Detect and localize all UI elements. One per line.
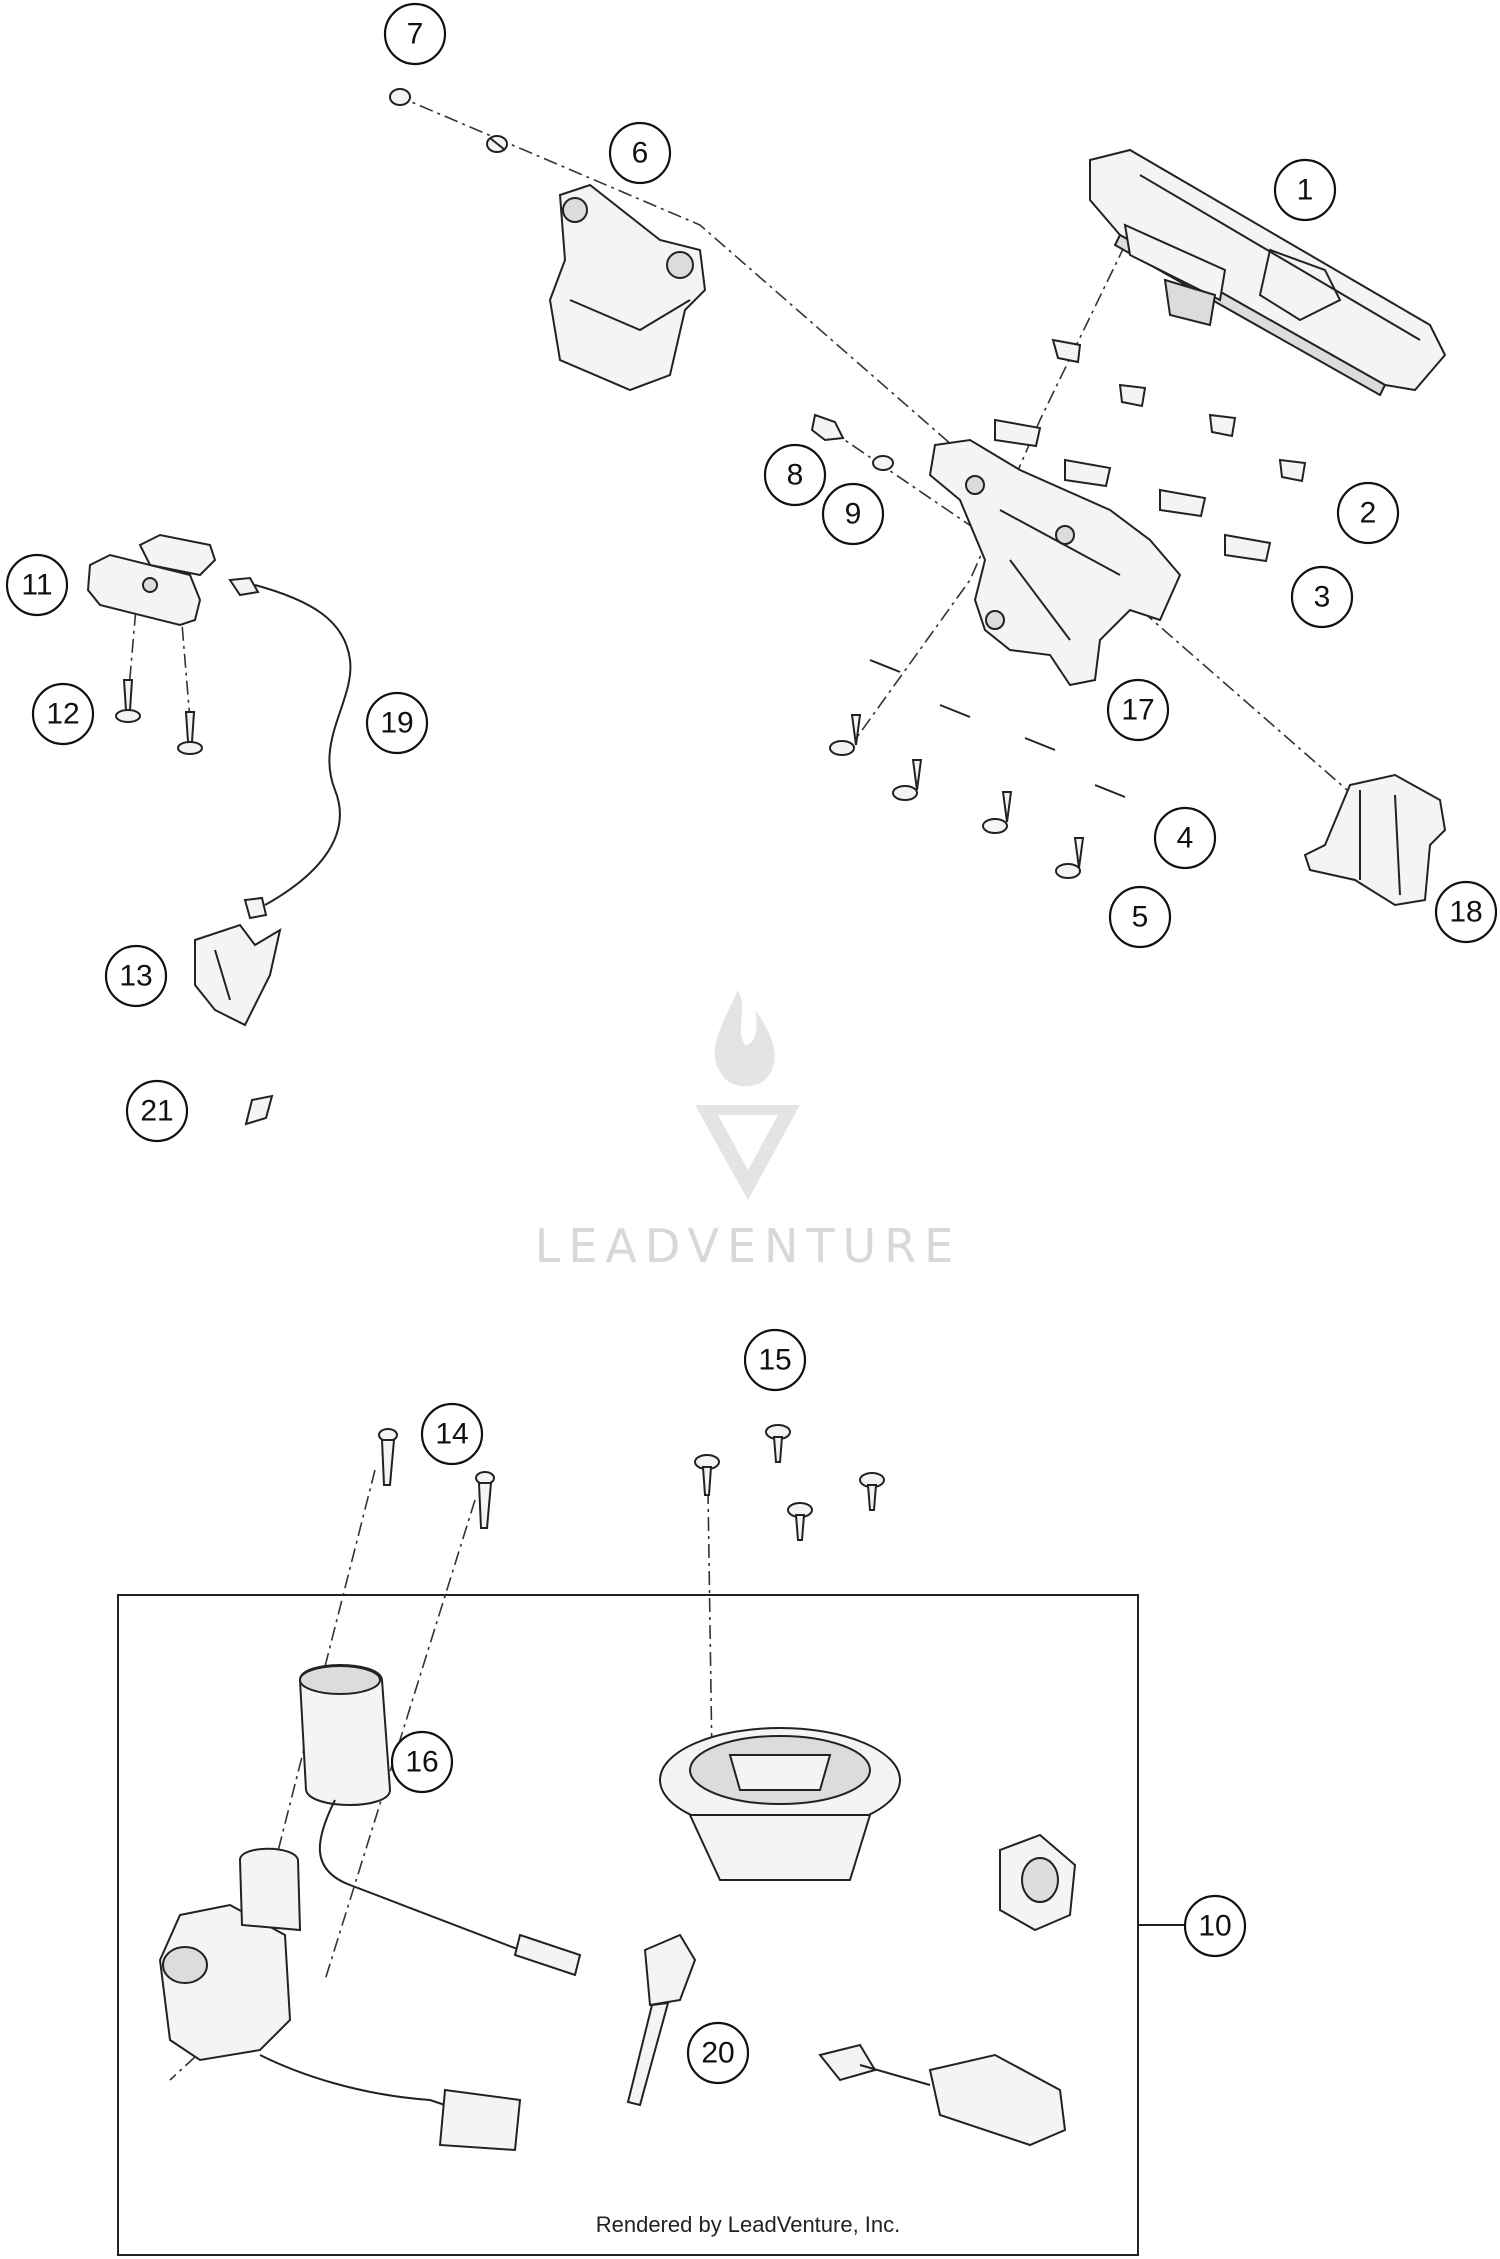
svg-text:8: 8 xyxy=(787,459,804,492)
sensor-bracket xyxy=(86,533,217,627)
svg-text:21: 21 xyxy=(140,1095,173,1128)
svg-text:5: 5 xyxy=(1132,901,1149,934)
wheel-speed-sensor xyxy=(194,923,282,1027)
callout-4: 4 xyxy=(1153,806,1217,870)
svg-text:16: 16 xyxy=(405,1746,438,1779)
ignition-switch xyxy=(158,1847,522,2152)
steering-lock xyxy=(818,2043,1067,2147)
seat-lock xyxy=(999,1833,1077,1932)
svg-text:19: 19 xyxy=(380,707,413,740)
callout-1: 1 xyxy=(1273,158,1337,222)
screws-15 xyxy=(694,1424,885,1541)
svg-text:11: 11 xyxy=(21,569,52,602)
callout-2: 2 xyxy=(1336,481,1400,545)
svg-text:18: 18 xyxy=(1449,896,1482,929)
sensor-cable xyxy=(228,576,352,920)
callout-18: 18 xyxy=(1434,880,1498,944)
callout-8: 8 xyxy=(763,443,827,507)
screw-washer-8-9 xyxy=(810,413,894,471)
svg-text:13: 13 xyxy=(119,960,152,993)
leadventure-flame-logo xyxy=(695,990,800,1200)
svg-text:14: 14 xyxy=(435,1418,468,1451)
svg-text:10: 10 xyxy=(1198,1910,1231,1943)
svg-text:15: 15 xyxy=(758,1344,791,1377)
clip-21 xyxy=(244,1094,274,1126)
callout-7: 7 xyxy=(383,2,447,66)
svg-text:6: 6 xyxy=(632,137,649,170)
svg-text:7: 7 xyxy=(407,18,424,51)
callout-9: 9 xyxy=(821,482,885,546)
grommets xyxy=(994,338,1307,563)
svg-text:9: 9 xyxy=(845,498,862,531)
svg-text:20: 20 xyxy=(701,2037,734,2070)
instrument-cluster xyxy=(1089,148,1447,397)
lock-set-box xyxy=(117,1594,1139,2256)
callout-16: 16 xyxy=(390,1730,454,1794)
svg-text:1: 1 xyxy=(1297,174,1314,207)
screws-7 xyxy=(389,88,508,153)
callout-14: 14 xyxy=(420,1402,484,1466)
callout-11: 11 xyxy=(5,553,69,617)
watermark: LEADVENTURE xyxy=(535,990,962,1273)
main-bracket xyxy=(928,438,1182,687)
mounting-bracket xyxy=(548,183,707,392)
screws-14 xyxy=(378,1428,495,1529)
callout-10: 10 xyxy=(1183,1894,1247,1958)
key xyxy=(626,1933,697,2107)
callout-6: 6 xyxy=(608,121,672,185)
callout-3: 3 xyxy=(1290,565,1354,629)
callout-5: 5 xyxy=(1108,885,1172,949)
callout-12: 12 xyxy=(31,682,95,746)
svg-text:12: 12 xyxy=(46,698,79,731)
clips-4 xyxy=(869,659,1126,798)
footer-credit: Rendered by LeadVenture, Inc. xyxy=(596,2212,901,2237)
callout-21: 21 xyxy=(125,1079,189,1143)
fuel-tank-cap xyxy=(659,1727,901,1881)
callout-19: 19 xyxy=(365,691,429,755)
handlebar-clamp xyxy=(1303,773,1447,907)
callout-13: 13 xyxy=(104,944,168,1008)
svg-text:3: 3 xyxy=(1314,581,1331,614)
svg-text:17: 17 xyxy=(1121,694,1154,727)
screws-5 xyxy=(829,714,1085,879)
screws-12 xyxy=(115,679,203,755)
svg-text:4: 4 xyxy=(1177,822,1194,855)
lock-cylinder xyxy=(298,1664,582,1977)
watermark-text: LEADVENTURE xyxy=(535,1219,962,1273)
callout-17: 17 xyxy=(1106,678,1170,742)
svg-text:2: 2 xyxy=(1360,497,1377,530)
callout-20: 20 xyxy=(686,2021,750,2085)
callout-15: 15 xyxy=(743,1328,807,1392)
